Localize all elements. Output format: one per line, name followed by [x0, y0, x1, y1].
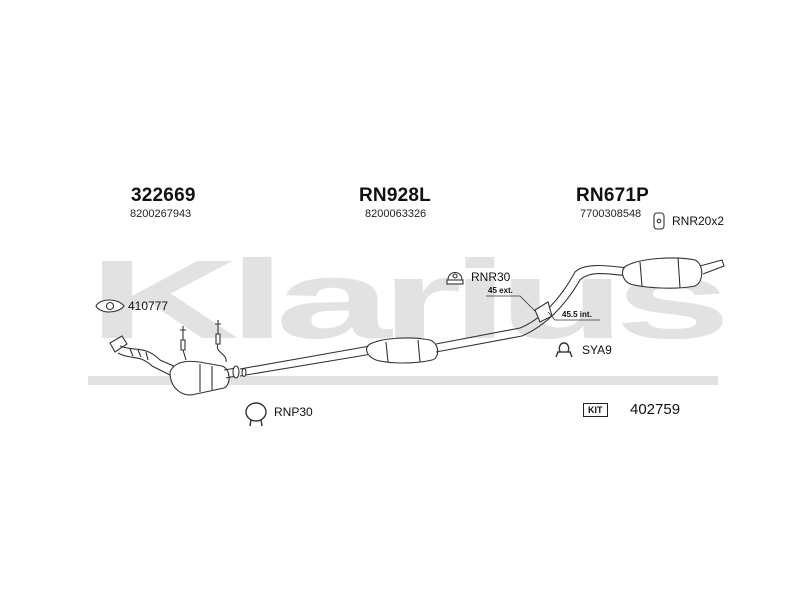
rubber-mount-icon: [446, 271, 464, 285]
kit-number: 402759: [630, 401, 681, 418]
middle-pipe-top: [239, 345, 371, 370]
part-oe-322669: 8200267943: [130, 208, 192, 220]
part-oe-rn928l: 8200063326: [365, 208, 427, 220]
label-rnp30: RNP30: [274, 405, 313, 419]
middle-pipe-bottom: [239, 353, 373, 377]
front-pipe: [109, 335, 179, 377]
middle-section: [239, 327, 523, 378]
watermark-underline: [88, 376, 718, 385]
label-rnr30: RNR30: [471, 270, 511, 284]
part-code-322669: 322669: [131, 185, 196, 206]
hanger-icon: [653, 212, 665, 230]
part-oe-rn671p: 7700308548: [580, 208, 642, 220]
annotation-int: 45.5 int.: [562, 310, 592, 319]
rear-silencer: [621, 257, 703, 289]
label-gasket-410777: 410777: [128, 299, 169, 313]
cat-seams: [199, 364, 213, 392]
annotation-lines: [486, 295, 600, 321]
gasket-icon: [95, 299, 125, 313]
front-pipe-flange: [109, 335, 128, 353]
label-sya9: SYA9: [582, 343, 612, 357]
kit-badge: KIT: [583, 403, 608, 417]
front-pipe-tube-bottom: [117, 352, 173, 377]
rear-pipe-top: [519, 264, 629, 329]
cat-clamp: [232, 365, 240, 379]
ext-leader: [486, 295, 537, 313]
saddle-clamp-icon: [555, 342, 573, 358]
clamp-ring-icon: [245, 402, 267, 427]
label-rnr20x2: RNR20x2: [672, 214, 725, 228]
centre-silencer: [366, 337, 439, 364]
int-leader: [547, 311, 600, 321]
tailpipe: [699, 259, 725, 275]
lambda-sensor-1: [180, 326, 186, 351]
part-code-rn928l: RN928L: [359, 185, 431, 206]
rear-pipe-bottom: [521, 272, 629, 337]
part-code-rn671p: RN671P: [576, 185, 650, 206]
catalytic-converter: [169, 320, 237, 396]
front-pipe-tube-top: [119, 345, 179, 369]
lambda-sensor-2: [215, 320, 221, 345]
centre-outlet-pipe: [435, 327, 523, 353]
front-pipe-bellows: [129, 348, 149, 361]
annotation-ext: 45 ext.: [488, 286, 513, 295]
